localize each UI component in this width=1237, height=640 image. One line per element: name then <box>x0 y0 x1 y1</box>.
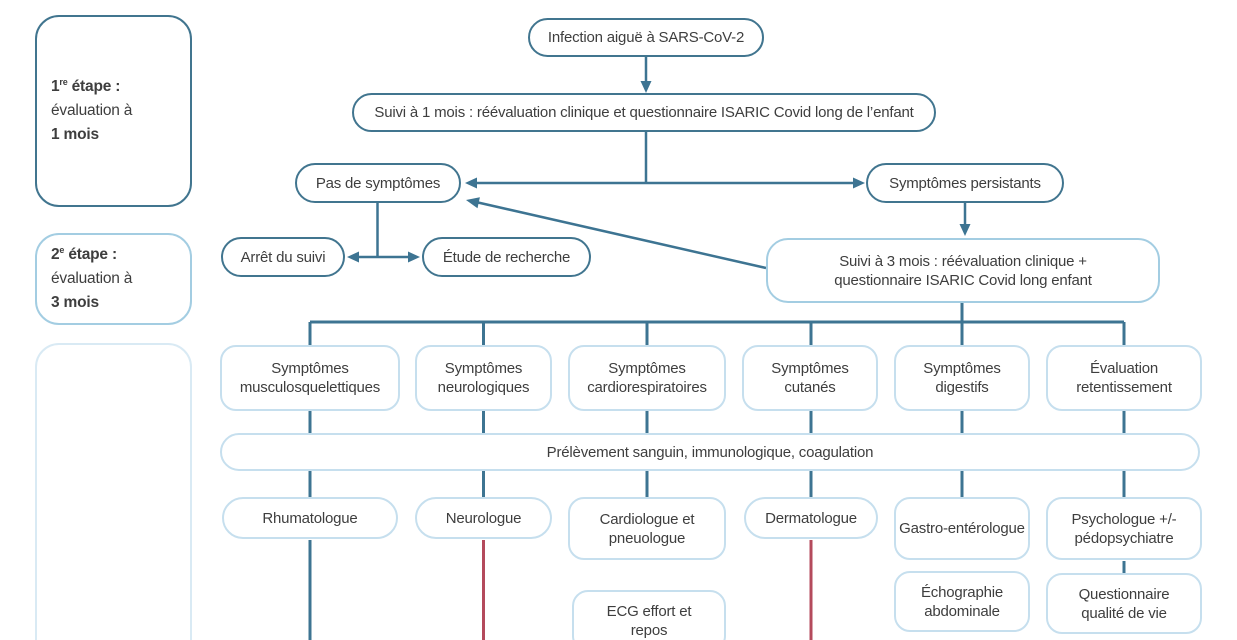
node-pas-de-symptomes-label: Pas de symptômes <box>315 174 441 192</box>
sidebar-step-3 <box>35 343 192 640</box>
node-gastro-enterologue: Gastro-entérologue <box>894 497 1030 560</box>
exam-label: Échographie abdominale <box>920 583 1004 620</box>
symptom-label: Symptômes neurologiques <box>437 360 530 396</box>
specialist-label: Dermatologue <box>765 509 857 527</box>
symptom-label: Symptômes cardiorespiratoires <box>587 360 707 396</box>
node-cardiologue-pneuologue: Cardiologue et pneuologue <box>568 497 726 560</box>
exam-label: ECG effort et repos <box>606 603 692 639</box>
node-evaluation-retentissement: Évaluation retentissement <box>1046 345 1202 411</box>
specialist-label: Rhumatologue <box>262 509 358 527</box>
symptom-label: Évaluation retentissement <box>1076 360 1172 396</box>
node-symptomes-cutanes: Symptômes cutanés <box>742 345 878 411</box>
arrowhead-right-persistants <box>853 177 865 189</box>
node-symptomes-musculosquelettiques: Symptômes musculosquelettiques <box>220 345 400 411</box>
node-echographie-abdominale: Échographie abdominale <box>894 571 1030 632</box>
arrowhead-right-etude <box>408 251 420 263</box>
node-psychologue-pedopsychiatre: Psychologue +/- pédopsychiatre <box>1046 497 1202 560</box>
node-rhumatologue: Rhumatologue <box>222 497 398 539</box>
node-etude-de-recherche-label: Étude de recherche <box>442 248 571 266</box>
symptom-label: Symptômes musculosquelettiques <box>239 360 381 396</box>
node-neurologue: Neurologue <box>415 497 552 539</box>
node-symptomes-persistants: Symptômes persistants <box>866 163 1064 203</box>
specialist-label: Gastro-entérologue <box>899 520 1025 537</box>
node-infection-aigue: Infection aiguë à SARS-CoV-2 <box>528 18 764 57</box>
specialist-label: Psychologue +/- pédopsychiatre <box>1071 510 1177 547</box>
node-symptomes-digestifs: Symptômes digestifs <box>894 345 1030 411</box>
arrowhead-diagonal-pas-symptomes <box>466 197 480 209</box>
node-pas-de-symptomes: Pas de symptômes <box>295 163 461 203</box>
node-ecg-effort-repos: ECG effort et repos <box>572 590 726 640</box>
specialist-label: Cardiologue et pneuologue <box>599 510 695 547</box>
node-suivi-1-mois-label: Suivi à 1 mois : réévaluation clinique e… <box>374 104 914 121</box>
exam-label: Questionnaire qualité de vie <box>1078 585 1170 622</box>
symptom-label: Symptômes digestifs <box>923 360 1001 396</box>
node-suivi-1-mois: Suivi à 1 mois : réévaluation clinique e… <box>352 93 936 132</box>
node-symptomes-persistants-label: Symptômes persistants <box>889 174 1041 192</box>
node-symptomes-cardiorespiratoires: Symptômes cardiorespiratoires <box>568 345 726 411</box>
node-dermatologue: Dermatologue <box>744 497 878 539</box>
node-suivi-3-mois: Suivi à 3 mois : réévaluation clinique +… <box>766 238 1160 303</box>
node-prelevement-sanguin: Prélèvement sanguin, immunologique, coag… <box>220 433 1200 471</box>
node-etude-de-recherche: Étude de recherche <box>422 237 591 277</box>
sidebar-step-2: 2e étape : évaluation à 3 mois <box>35 233 192 325</box>
arrowhead-left-arret <box>347 251 359 263</box>
sidebar-step-1-text: 1re étape : évaluation à 1 mois <box>51 76 133 143</box>
symptom-label: Symptômes cutanés <box>771 360 849 396</box>
node-arret-du-suivi: Arrêt du suivi <box>221 237 345 277</box>
node-prelevement-label: Prélèvement sanguin, immunologique, coag… <box>546 443 874 461</box>
node-suivi-3-mois-label: Suivi à 3 mois : réévaluation clinique +… <box>834 252 1092 289</box>
node-questionnaire-qualite-vie: Questionnaire qualité de vie <box>1046 573 1202 634</box>
arrowhead-down-suivi1 <box>640 81 652 93</box>
arrowhead-left-pas-symptomes <box>465 177 477 189</box>
specialist-label: Neurologue <box>445 509 522 527</box>
node-infection-label: Infection aiguë à SARS-CoV-2 <box>547 29 745 46</box>
connector-suivi3-to-pas-symptomes-diagonal <box>477 201 767 270</box>
sidebar-step-2-text: 2e étape : évaluation à 3 mois <box>51 244 133 311</box>
sidebar-step-1: 1re étape : évaluation à 1 mois <box>35 15 192 207</box>
arrowhead-down-suivi3 <box>959 224 971 236</box>
node-arret-du-suivi-label: Arrêt du suivi <box>240 248 326 266</box>
node-symptomes-neurologiques: Symptômes neurologiques <box>415 345 552 411</box>
